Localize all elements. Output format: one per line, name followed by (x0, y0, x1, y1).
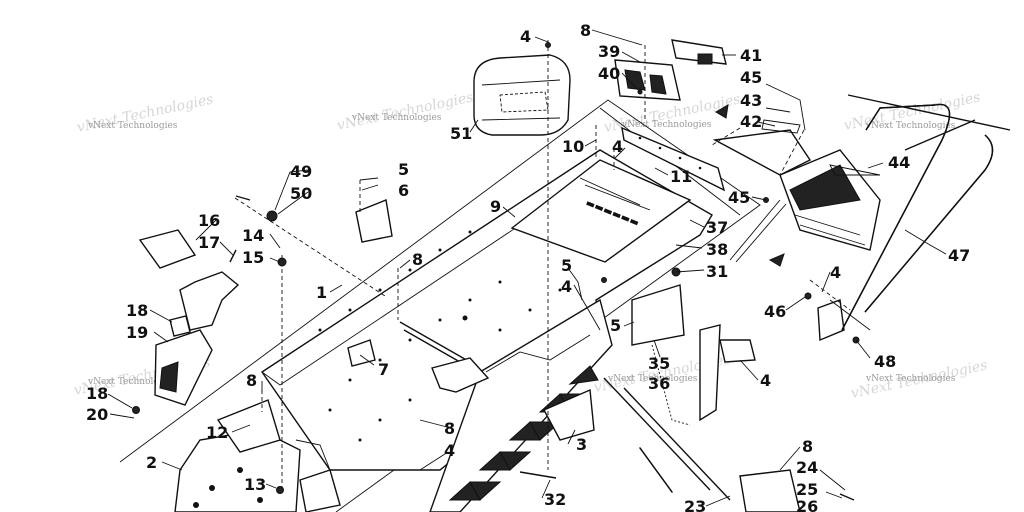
callout-24: 24 (796, 458, 818, 477)
callout-51: 51 (450, 124, 472, 143)
callouts: 4 8 39 40 41 45 43 42 44 45 47 4 46 48 5… (86, 21, 970, 512)
callout-8: 8 (580, 21, 591, 40)
rods (519, 344, 731, 501)
callout-5: 5 (561, 256, 572, 275)
callout-18: 18 (86, 384, 108, 403)
callout-25: 25 (796, 480, 818, 499)
callout-2: 2 (146, 453, 157, 472)
callout-13: 13 (244, 475, 266, 494)
callout-4: 4 (520, 27, 531, 46)
watermark: vNext Technologies (87, 121, 178, 131)
callout-42: 42 (740, 112, 762, 131)
callout-44: 44 (888, 153, 910, 172)
side-rail-bracket (621, 126, 726, 192)
callout-1: 1 (316, 283, 327, 302)
callout-23: 23 (684, 497, 706, 512)
callout-50: 50 (290, 184, 312, 203)
callout-16: 16 (198, 211, 220, 230)
watermark: vNext Technologies (865, 121, 956, 131)
callout-8: 8 (802, 437, 813, 456)
callout-4: 4 (760, 371, 771, 390)
tunnel-part: ▬▬▬▬▬▬ (261, 149, 713, 471)
watermark: vNext Technologies (351, 113, 442, 123)
callout-5: 5 (610, 316, 621, 335)
callout-11: 11 (670, 167, 692, 186)
callout-6: 6 (398, 181, 409, 200)
callout-35: 35 (648, 354, 670, 373)
left-brackets (138, 229, 240, 406)
callout-45: 45 (728, 188, 750, 207)
callout-26: 26 (796, 497, 818, 512)
callout-15: 15 (242, 248, 264, 267)
fastener-lines (234, 40, 851, 490)
watermark: vNext Technologies (87, 377, 178, 387)
callout-40: 40 (598, 64, 620, 83)
callout-9: 9 (490, 197, 501, 216)
callout-4: 4 (561, 277, 572, 296)
callout-45: 45 (740, 68, 762, 87)
callout-5: 5 (398, 160, 409, 179)
callout-18: 18 (126, 301, 148, 320)
callout-47: 47 (948, 246, 970, 265)
callout-4: 4 (612, 137, 623, 156)
callout-8: 8 (412, 250, 423, 269)
fasteners (132, 42, 881, 501)
callout-39: 39 (598, 42, 620, 61)
callout-8: 8 (444, 419, 455, 438)
callout-10: 10 (562, 137, 584, 156)
callout-19: 19 (126, 323, 148, 342)
callout-20: 20 (86, 405, 108, 424)
callout-46: 46 (764, 302, 786, 321)
callout-41: 41 (740, 46, 762, 65)
watermark: vNext Technologies (621, 120, 712, 130)
callout-4: 4 (830, 263, 841, 282)
callout-32: 32 (544, 490, 566, 509)
callout-43: 43 (740, 91, 762, 110)
callout-36: 36 (648, 374, 670, 393)
callout-38: 38 (706, 240, 728, 259)
small-brackets (347, 199, 801, 512)
callout-7: 7 (378, 360, 389, 379)
rear-bumper (829, 94, 1011, 331)
callout-3: 3 (576, 435, 587, 454)
callout-49: 49 (290, 162, 312, 181)
watermark: vNext Technologies (865, 374, 956, 384)
callout-48: 48 (874, 352, 896, 371)
callout-8: 8 (246, 371, 257, 390)
leader-lines (107, 29, 947, 507)
callout-12: 12 (206, 423, 228, 442)
watermark: vNext Technologies (607, 374, 698, 384)
callout-37: 37 (706, 218, 728, 237)
callout-14: 14 (242, 226, 264, 245)
callout-4: 4 (444, 441, 455, 460)
callout-31: 31 (706, 262, 728, 281)
side-panel-left (174, 399, 341, 512)
callout-17: 17 (198, 233, 220, 252)
